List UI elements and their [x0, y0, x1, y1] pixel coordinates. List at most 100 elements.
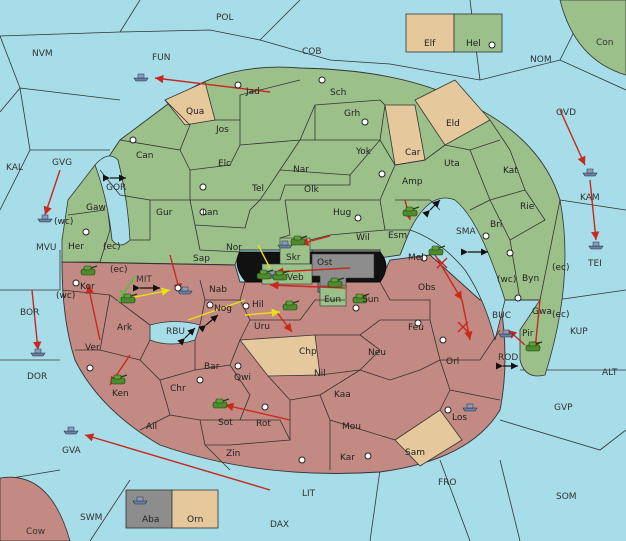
sea-label-gor: GOR: [106, 183, 126, 193]
land-borders-south: [61, 279, 501, 471]
label-orn: Orn: [187, 515, 203, 525]
sma-channel: [409, 197, 506, 341]
label-esm: Esm: [388, 231, 407, 241]
label-olk: Olk: [304, 185, 320, 195]
label-elc: Elc: [218, 159, 231, 169]
label-ark: Ark: [117, 323, 133, 333]
label-sam: Sam: [405, 448, 425, 458]
sea-label-kal: KAL: [6, 163, 23, 173]
sea-label-tei: TEI: [587, 259, 602, 269]
label-qua: Qua: [186, 107, 204, 117]
label-jad: Jad: [245, 87, 260, 97]
sam-territory[interactable]: [394, 409, 463, 467]
failed-order-marks: [436, 257, 469, 333]
sea-label-mvu: MVU: [36, 243, 57, 253]
land-borders-north: [67, 79, 546, 301]
land-label-cow: Cow: [26, 527, 45, 537]
land-label-con: Con: [596, 38, 614, 48]
label-tel: Tel: [251, 184, 264, 194]
sea-label-sma: SMA: [456, 227, 476, 237]
label-nog: Nog: [214, 304, 232, 314]
label-rot: Rot: [256, 419, 271, 429]
label-nar: Nar: [293, 165, 309, 175]
coast-tag-ec-gwa: (ec): [552, 310, 570, 320]
label-kor: Kor: [80, 282, 95, 292]
label-nil: Nil: [314, 369, 326, 379]
label-chr: Chr: [170, 384, 186, 394]
label-amp: Amp: [402, 177, 423, 187]
label-car: Car: [405, 148, 421, 158]
sea-label-som: SOM: [556, 492, 577, 502]
label-nab: Nab: [209, 285, 227, 295]
label-aba: Aba: [142, 515, 159, 525]
sea-label-fro: FRO: [438, 478, 457, 488]
label-sap: Sap: [193, 254, 210, 264]
label-bar: Bar: [204, 362, 220, 372]
label-sot: Sot: [218, 418, 233, 428]
sea-label-nom: NOM: [530, 55, 552, 65]
sea-label-lit: LIT: [302, 489, 316, 499]
sea-label-kam: KAM: [580, 193, 600, 203]
sea-label-gva: GVA: [62, 446, 82, 456]
label-nor: Nor: [226, 243, 242, 253]
label-kaa: Kaa: [334, 390, 351, 400]
label-ost: Ost: [317, 258, 333, 268]
elf-territory[interactable]: [405, 13, 455, 53]
label-gur: Gur: [156, 208, 173, 218]
label-chp: Chp: [299, 347, 317, 357]
order-arrows: [31, 74, 600, 491]
label-hel: Hel: [466, 39, 481, 49]
label-gwa: Gwa: [532, 307, 552, 317]
sea-label-pol: POL: [216, 13, 234, 23]
label-byn: Byn: [522, 274, 539, 284]
sea-label-cob: COB: [302, 47, 322, 57]
coast-tag-ec-kor: (ec): [110, 265, 128, 275]
label-kat: Kat: [503, 166, 518, 176]
label-eld: Eld: [446, 119, 460, 129]
label-kar: Kar: [340, 453, 355, 463]
east-arm: [519, 199, 566, 377]
coast-tag-ec-her: (ec): [103, 242, 121, 252]
sea-label-gvp: GVP: [554, 403, 573, 413]
label-ken: Ken: [112, 389, 129, 399]
sea-label-dax: DAX: [270, 520, 289, 530]
label-zin: Zin: [226, 449, 240, 459]
label-qwi: Qwi: [234, 373, 251, 383]
sea-label-gvg: GVG: [52, 158, 72, 168]
coast-tag-wc-kor: (wc): [56, 291, 75, 301]
label-mel: Mel: [408, 253, 424, 263]
orn-territory[interactable]: [171, 489, 219, 529]
label-can: Can: [136, 151, 154, 161]
sea-label-nvm: NVM: [32, 49, 53, 59]
sea-label-rod: ROD: [498, 353, 518, 363]
label-gaw: Gaw: [86, 203, 106, 213]
label-hug: Hug: [333, 208, 351, 218]
connection-arrows: [102, 174, 518, 370]
sea-label-mit: MIT: [136, 275, 152, 285]
label-obs: Obs: [418, 283, 436, 293]
label-rie: Rie: [520, 202, 535, 212]
coast-tag-wc-byn: (wc): [497, 275, 516, 285]
supply-centers: [72, 41, 522, 464]
label-pir: Pir: [522, 329, 534, 339]
label-ail: Ail: [146, 422, 157, 432]
label-feu: Feu: [408, 323, 424, 333]
sea-label-rbu: RBU: [166, 327, 185, 337]
label-grh: Grh: [344, 109, 360, 119]
coast-tag-wc-gaw: (wc): [54, 217, 73, 227]
land-labels: Elf Hel Jad Sch Qua Jos Grh Eld Can Elc …: [54, 39, 570, 525]
sea-label-fun: FUN: [152, 53, 171, 63]
label-hil: Hil: [252, 300, 264, 310]
label-yok: Yok: [355, 147, 372, 157]
label-bri: Bri: [490, 220, 502, 230]
sea-label-buc: BUC: [492, 311, 511, 321]
label-uta: Uta: [444, 159, 460, 169]
label-neu: Neu: [368, 348, 386, 358]
label-ver: Ver: [85, 343, 100, 353]
sea-label-kup: KUP: [570, 327, 588, 337]
label-sun: Sun: [362, 295, 379, 305]
sea-label-swm: SWM: [80, 513, 102, 523]
